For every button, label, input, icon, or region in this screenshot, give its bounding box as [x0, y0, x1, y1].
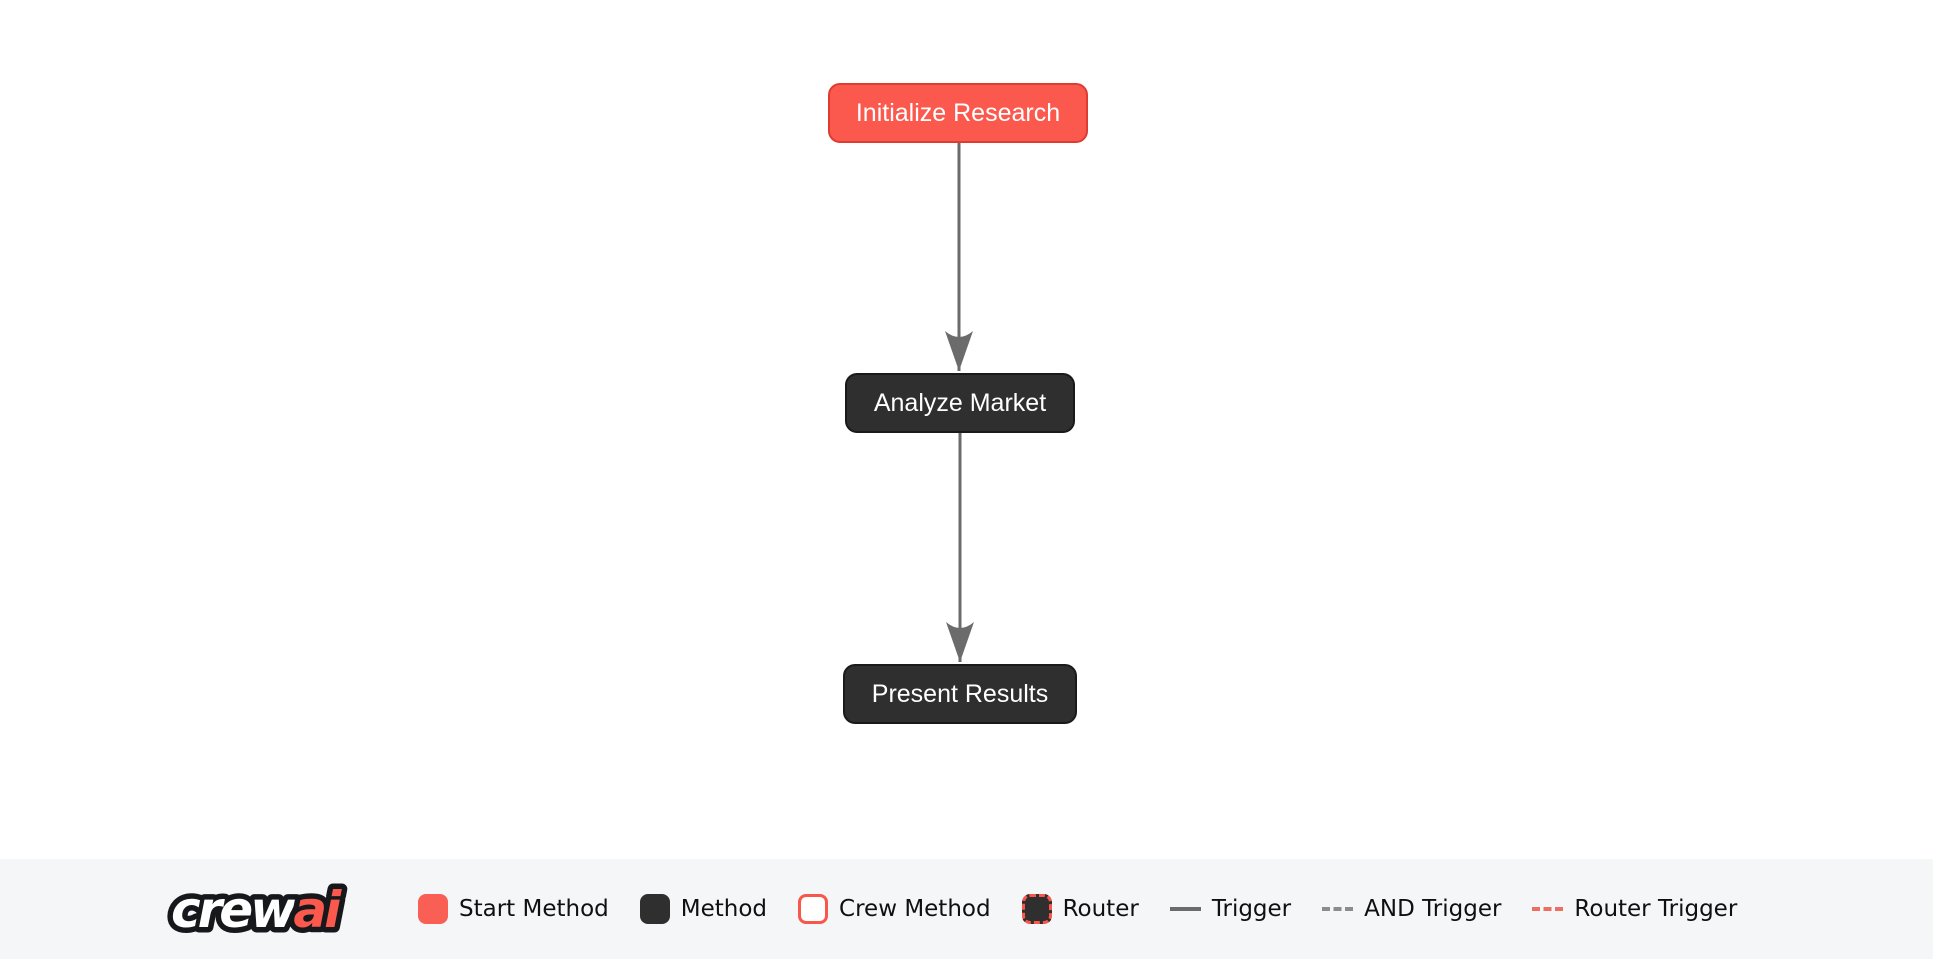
- method-swatch-icon: [639, 894, 670, 924]
- edge-trigger-2: [946, 433, 974, 662]
- legend-label: Router: [1062, 896, 1139, 922]
- flow-node-initialize-research[interactable]: Initialize Research: [828, 83, 1088, 143]
- legend-item-method: Method: [639, 894, 768, 924]
- arrowhead-icon: [946, 622, 974, 662]
- router-swatch-icon: [1021, 894, 1052, 924]
- start-method-swatch-icon: [418, 894, 448, 924]
- trigger-line-icon: [1169, 907, 1201, 911]
- legend-item-router: Router: [1021, 894, 1139, 924]
- logo-text-crew: crew: [171, 881, 297, 939]
- flow-node-label: Analyze Market: [873, 388, 1047, 417]
- flow-node-analyze-market[interactable]: Analyze Market: [845, 373, 1075, 433]
- legend-item-start-method: Start Method: [418, 894, 609, 924]
- svg-text:crewai: crewai: [171, 881, 342, 939]
- legend-label: AND Trigger: [1364, 896, 1502, 922]
- legend-items: Start Method Method Crew Method Router T…: [418, 894, 1737, 924]
- router-trigger-line-icon: [1532, 907, 1564, 911]
- flow-canvas[interactable]: Initialize Research Analyze Market Prese…: [0, 0, 1933, 859]
- and-trigger-line-icon: [1322, 907, 1354, 911]
- legend-item-trigger: Trigger: [1169, 896, 1292, 922]
- legend-label: Start Method: [459, 896, 609, 922]
- flow-edges-layer: [945, 143, 974, 662]
- arrowhead-icon: [945, 331, 973, 371]
- flow-node-label: Present Results: [871, 679, 1049, 708]
- flow-node-label: Initialize Research: [855, 98, 1061, 127]
- legend-label: Router Trigger: [1574, 896, 1738, 922]
- legend-item-crew-method: Crew Method: [798, 894, 991, 924]
- logo-text-ai: ai: [293, 881, 342, 939]
- legend-label: Crew Method: [839, 896, 991, 922]
- legend-item-and-trigger: AND Trigger: [1322, 896, 1501, 922]
- legend-bar: crewai Start Method Method Crew Method R…: [0, 859, 1933, 959]
- legend-item-router-trigger: Router Trigger: [1532, 896, 1737, 922]
- edge-trigger-1: [945, 143, 973, 371]
- crewai-logo: crewai: [167, 876, 351, 945]
- flow-node-present-results[interactable]: Present Results: [843, 664, 1077, 724]
- crew-method-swatch-icon: [798, 894, 829, 924]
- legend-label: Trigger: [1211, 896, 1292, 922]
- legend-label: Method: [680, 896, 768, 922]
